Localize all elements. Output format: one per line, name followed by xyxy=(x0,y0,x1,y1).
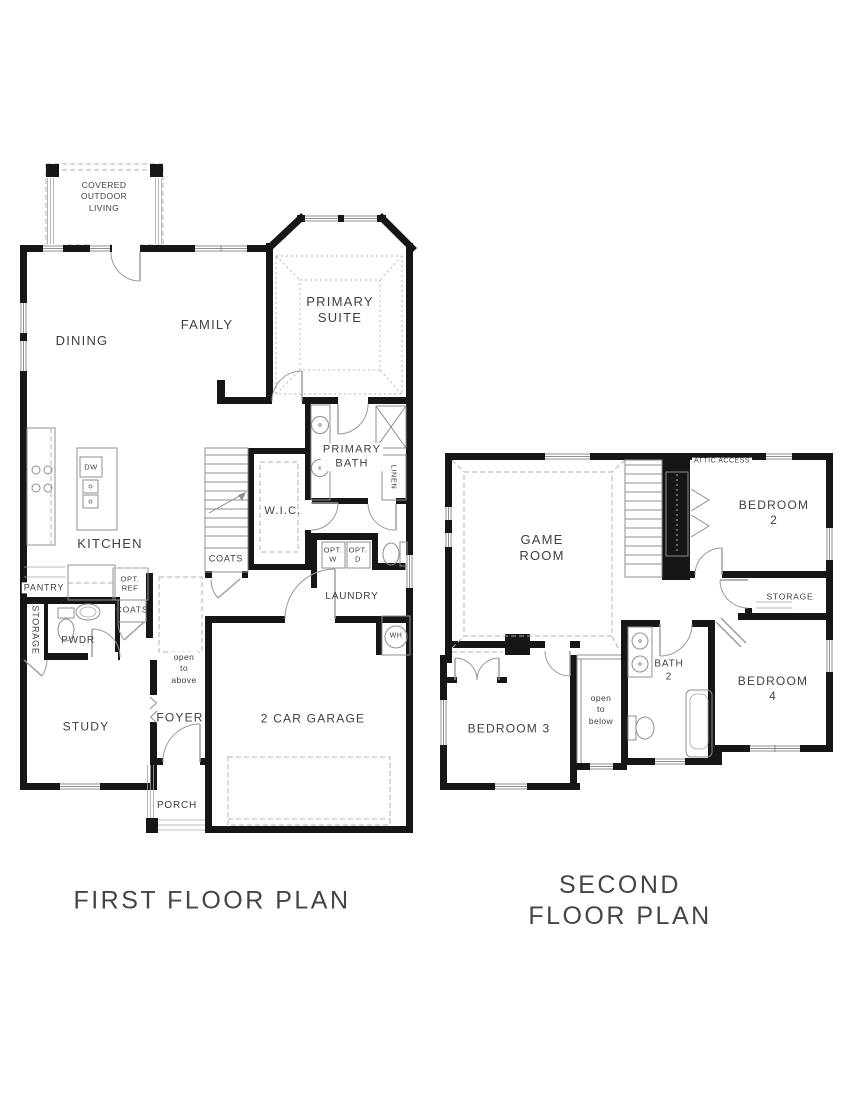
second-floor-openings xyxy=(545,570,722,649)
room-label-laundry: LAUNDRY xyxy=(325,590,379,602)
fixture-label-opt-w: OPT. W xyxy=(323,545,343,564)
fixture-label-dw: DW xyxy=(84,462,98,472)
room-label-dining: DINING xyxy=(55,332,109,348)
room-label-primary-bath: PRIMARY BATH xyxy=(320,443,384,471)
room-label-family: FAMILY xyxy=(180,316,234,332)
room-label-covered-outdoor-living: COVERED OUTDOOR LIVING xyxy=(80,179,128,213)
room-label-pantry: PANTRY xyxy=(21,582,67,594)
room-label-bedroom-3: BEDROOM 3 xyxy=(467,721,551,736)
note-open-to-above: open to above xyxy=(169,651,199,687)
fixture-label-wh: WH xyxy=(389,632,403,640)
room-label-kitchen: KITCHEN xyxy=(77,535,143,551)
room-label-bath-2: BATH 2 xyxy=(652,658,686,684)
first-floor-doors xyxy=(23,251,397,763)
second-floor-doors xyxy=(454,488,749,681)
second-floor-windows xyxy=(439,452,834,791)
note-attic-access: ATTIC ACCESS xyxy=(691,457,753,467)
room-label-game-room: GAME ROOM xyxy=(519,531,565,563)
room-label-garage: 2 CAR GARAGE xyxy=(260,711,366,726)
room-label-pwdr: PWDR xyxy=(61,634,95,646)
room-label-linen: LINEN xyxy=(389,464,399,490)
fixture-label-opt-d: OPT. D xyxy=(348,545,368,564)
first-floor-title: FIRST FLOOR PLAN xyxy=(73,886,351,915)
room-label-bedroom-2: BEDROOM 2 xyxy=(738,498,810,527)
room-label-porch: PORCH xyxy=(154,799,200,813)
room-label-coats-hall: COATS xyxy=(115,604,149,615)
room-label-study: STUDY xyxy=(62,719,110,734)
room-label-bedroom-4: BEDROOM 4 xyxy=(737,674,809,703)
note-open-to-below: open to below xyxy=(586,692,616,728)
room-label-coats-stairs: COATS xyxy=(208,553,244,564)
first-floor-plan xyxy=(19,163,417,833)
room-label-storage-second: STORAGE xyxy=(766,591,814,602)
second-floor-title: SECOND FLOOR PLAN xyxy=(528,870,712,930)
second-floor-plan xyxy=(439,452,834,791)
room-label-foyer: FOYER xyxy=(156,710,204,725)
room-label-storage-first: STORAGE xyxy=(30,605,41,655)
first-floor-fixtures xyxy=(24,255,411,831)
second-floor-fixtures xyxy=(451,459,792,763)
first-floor-windows xyxy=(19,214,414,791)
first-floor-openings xyxy=(88,244,396,766)
room-label-wic: W.I.C. xyxy=(264,505,302,518)
fixture-label-opt-ref: OPT. REF xyxy=(118,574,142,594)
room-label-primary-suite: PRIMARY SUITE xyxy=(306,293,374,325)
